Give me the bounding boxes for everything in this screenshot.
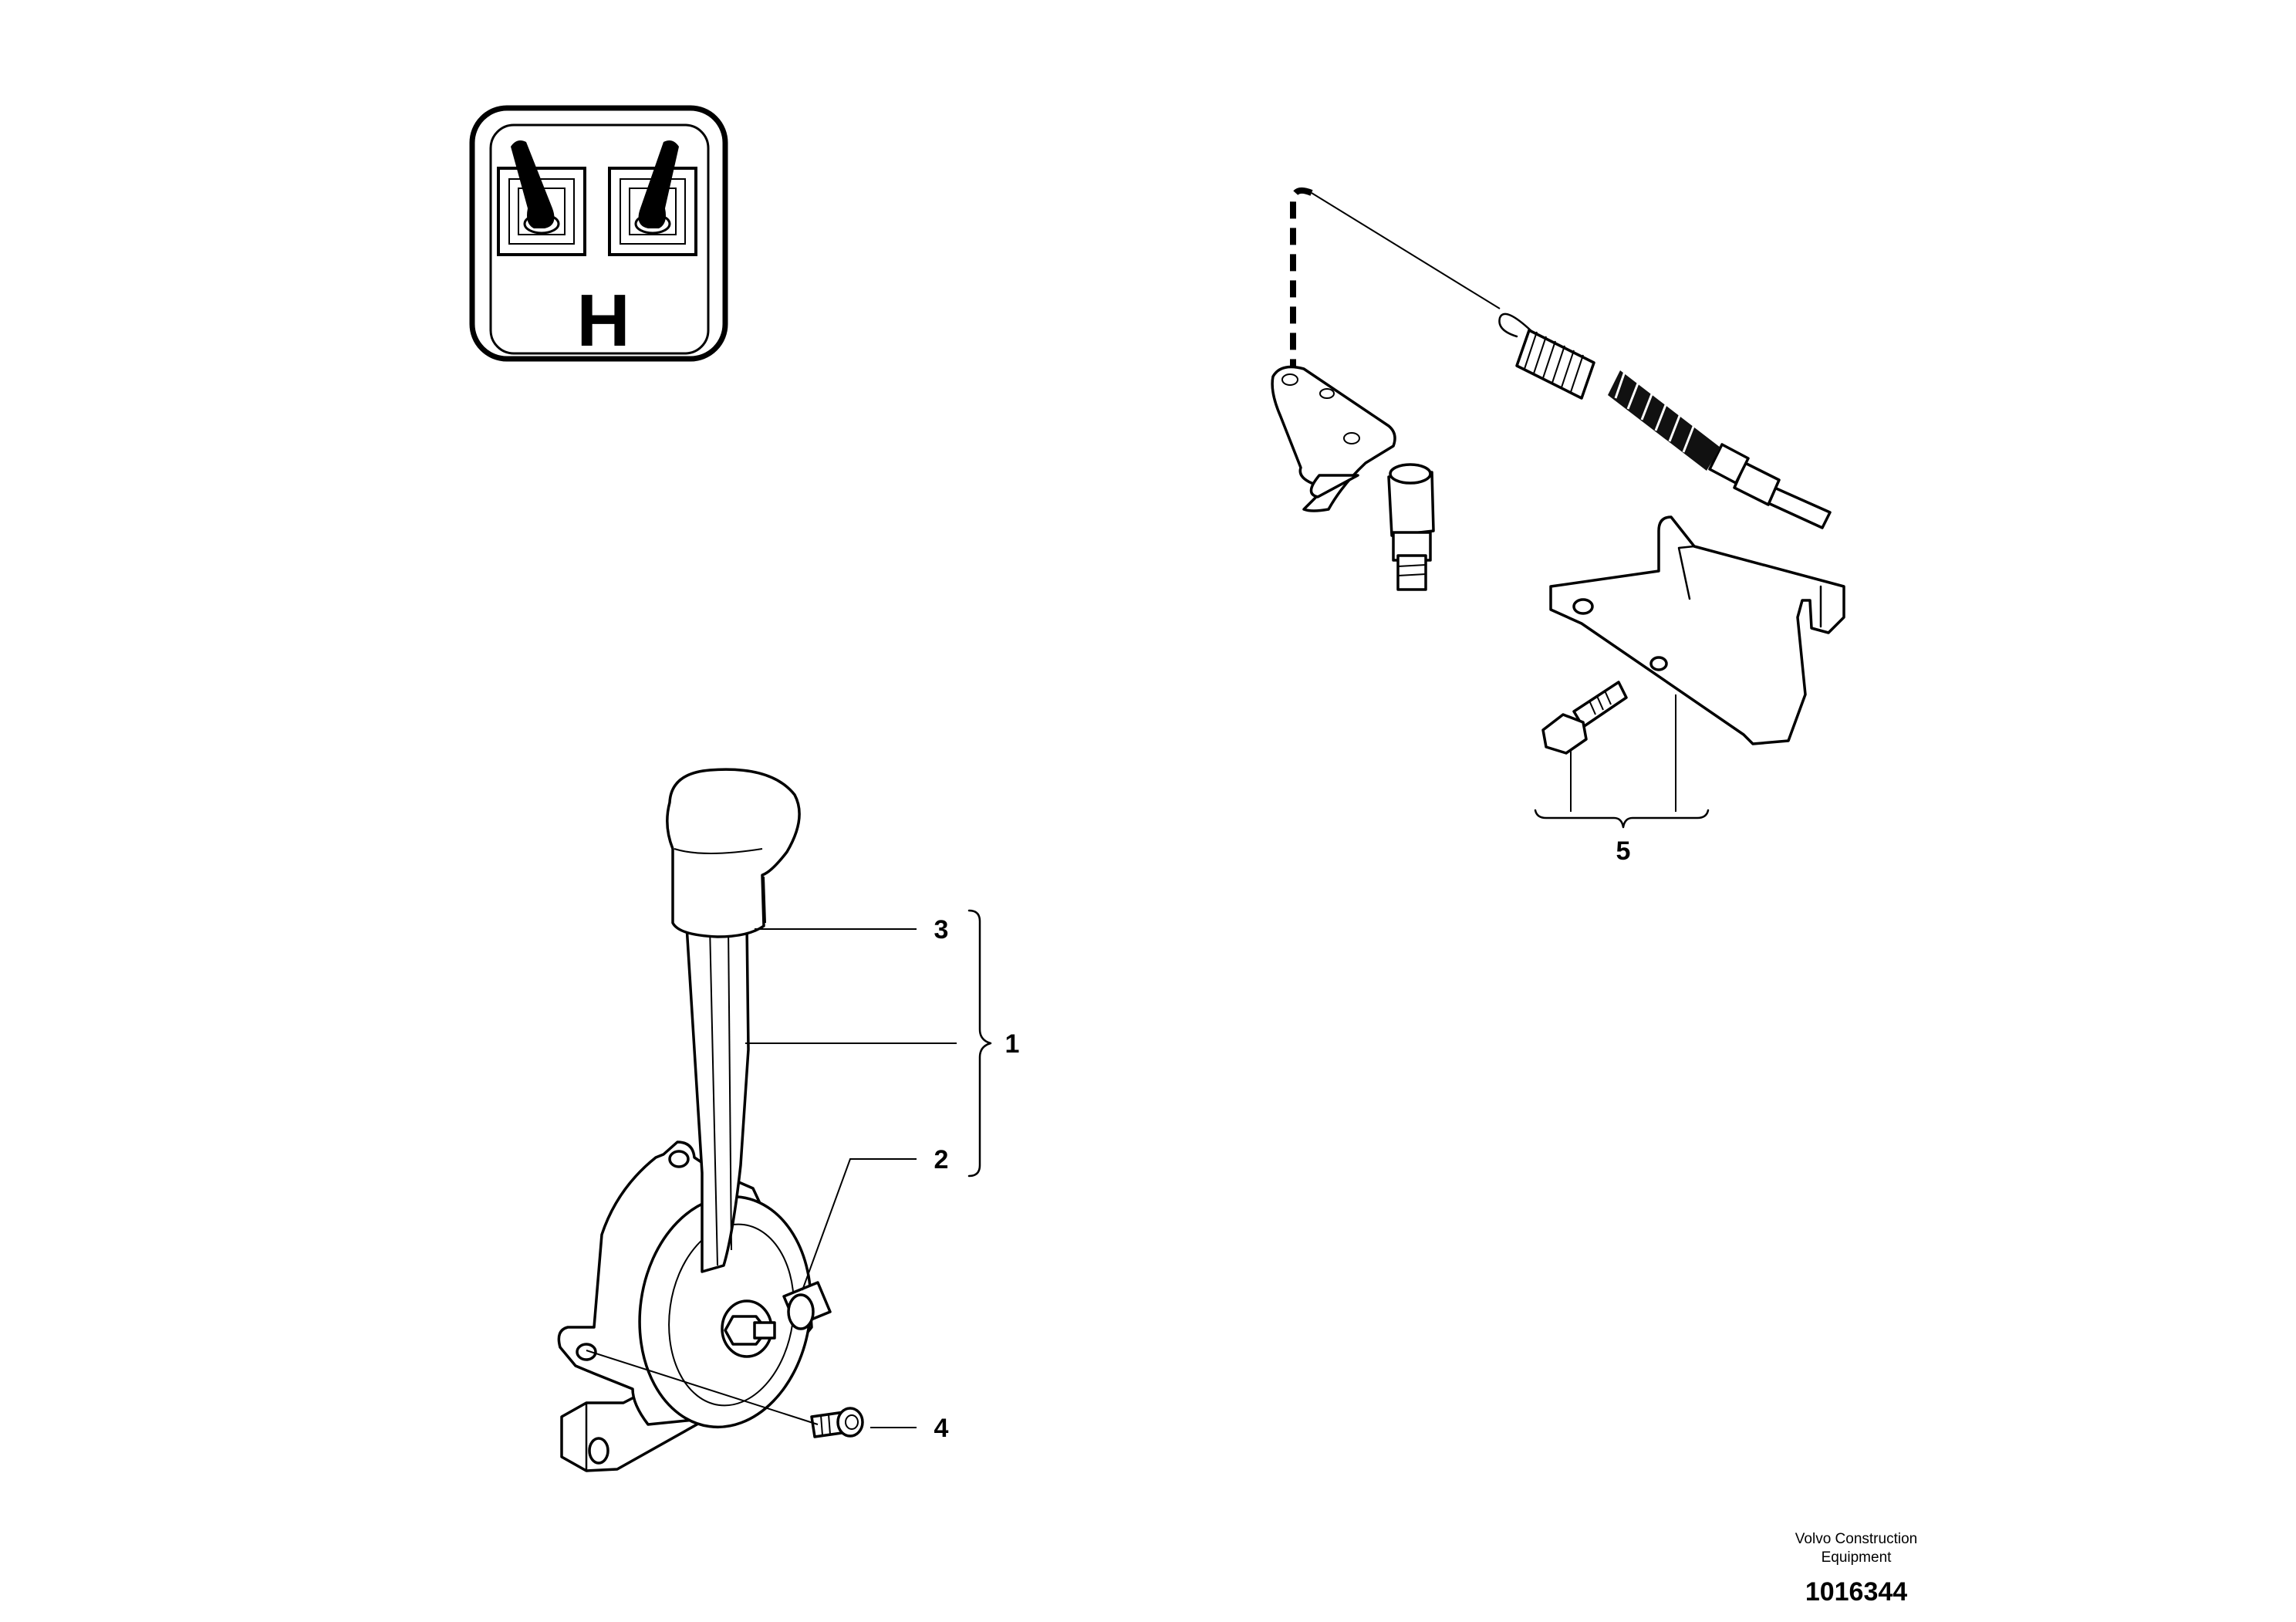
company-name-line-2: Equipment (1822, 1549, 1893, 1566)
callout-leaders (586, 909, 992, 1428)
company-name-line-1: Volvo Construction (1795, 1531, 1917, 1547)
callout-4: 4 (934, 1414, 949, 1443)
document-number: 1016344 (1805, 1577, 1907, 1607)
valve-lever-arm (1271, 365, 1435, 591)
control-lever-assembly (557, 768, 832, 1472)
callout-3: 3 (934, 915, 949, 944)
footer: Volvo Construction Equipment 1016344 (1795, 1531, 1917, 1607)
control-pattern-badge: H (469, 105, 728, 362)
right-joystick-icon (608, 140, 697, 256)
return-spring (1498, 313, 1595, 400)
control-cable (805, 188, 1929, 1310)
mounting-bracket: 5 (1534, 515, 1845, 866)
badge-letter: H (576, 279, 630, 362)
callout-5: 5 (1616, 836, 1631, 866)
bracket-bolt (1541, 681, 1628, 755)
screw-item-4 (810, 1407, 864, 1438)
callout-1: 1 (1005, 1029, 1020, 1059)
left-joystick-icon (497, 140, 586, 256)
callout-2: 2 (934, 1145, 949, 1174)
rubber-bellows (1608, 362, 1720, 471)
